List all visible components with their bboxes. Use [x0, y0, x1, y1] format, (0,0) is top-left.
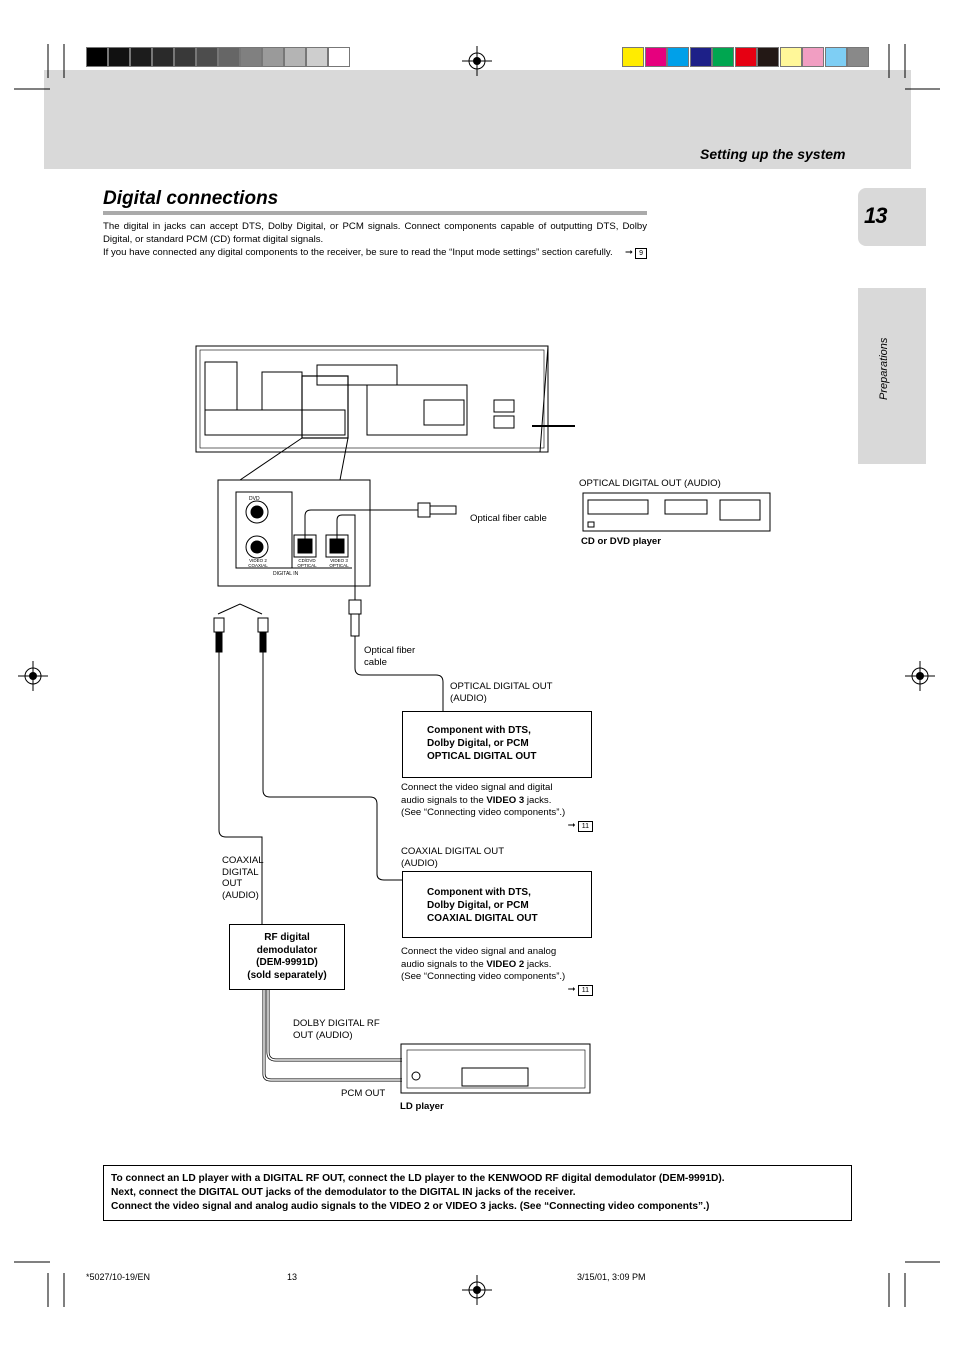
page-number: 13	[864, 203, 888, 228]
color-swatch	[802, 47, 824, 67]
gray-swatch	[86, 47, 108, 67]
footer-timestamp: 3/15/01, 3:09 PM	[577, 1272, 646, 1282]
section-title: Setting up the system	[700, 146, 846, 162]
color-swatch	[757, 47, 779, 67]
intro-line-2: If you have connected any digital compon…	[103, 246, 647, 260]
digital-in-label: DIGITAL IN	[273, 571, 299, 577]
gray-swatch	[328, 47, 350, 67]
optical-out-mid-label: OPTICAL DIGITAL OUT(AUDIO)	[450, 681, 553, 704]
cd-dvd-optical-label: CD/DVD OPTICAL	[297, 558, 317, 568]
gray-swatch	[240, 47, 262, 67]
ld-player-label: LD player	[400, 1101, 444, 1112]
video3-optical-label: VIDEO 3 OPTICAL	[329, 558, 349, 568]
color-swatch	[667, 47, 689, 67]
page-title: Digital connections	[103, 188, 279, 209]
color-swatch	[622, 47, 644, 67]
intro-text: The digital in jacks can accept DTS, Dol…	[103, 220, 647, 260]
coaxial-component-box	[402, 871, 592, 938]
optical-component-box	[402, 711, 592, 778]
color-swatch	[689, 47, 712, 67]
intro-line-1: The digital in jacks can accept DTS, Dol…	[103, 221, 647, 246]
title-rule	[103, 211, 647, 215]
color-swatch	[712, 47, 734, 67]
gray-swatch	[130, 47, 152, 67]
video3-note: Connect the video signal and digital aud…	[401, 782, 593, 832]
color-swatch	[734, 47, 757, 67]
note-box	[103, 1165, 852, 1221]
color-swatch	[847, 47, 869, 67]
gray-swatch	[108, 47, 130, 67]
registration-mark-right	[905, 661, 935, 691]
color-swatch	[779, 47, 802, 67]
registration-mark-bottom	[462, 1275, 492, 1305]
receiver-rear-panel	[195, 345, 549, 453]
page-number-tab	[858, 188, 926, 246]
optical-fiber-cable-top-label: Optical fiber cable	[470, 513, 547, 524]
cd-dvd-player-label: CD or DVD player	[581, 536, 661, 547]
video2-coaxial-label: VIDEO 2 COAXIAL	[248, 558, 268, 568]
gray-swatch	[218, 47, 240, 67]
footer-doc-id: *5027/10-19/EN	[86, 1272, 151, 1282]
header-band	[44, 70, 911, 169]
gray-swatch	[152, 47, 174, 67]
gray-swatch	[262, 47, 284, 67]
registration-mark-left	[18, 661, 48, 691]
gray-swatch	[306, 47, 328, 67]
color-swatch	[824, 47, 847, 67]
rf-demodulator-box	[229, 924, 345, 990]
note-text: To connect an LD player with a DIGITAL R…	[111, 1173, 725, 1212]
gray-swatch	[284, 47, 306, 67]
digital-in-zoom-panel	[217, 479, 371, 587]
ld-player-drawing	[400, 1043, 591, 1094]
cd-dvd-player-drawing	[582, 492, 771, 532]
side-tab	[858, 288, 926, 464]
color-swatch	[644, 47, 667, 67]
coaxial-component-label: Component with DTS, Dolby Digital, or PC…	[427, 887, 538, 924]
coax-out-mid-label: COAXIAL DIGITAL OUT(AUDIO)	[401, 846, 505, 869]
gray-swatch	[196, 47, 218, 67]
dvd-jack-label: DVD	[249, 496, 260, 502]
optical-out-top-label: OPTICAL DIGITAL OUT (AUDIO)	[579, 478, 721, 489]
registration-mark-top	[462, 46, 492, 76]
page-ref: 9	[635, 248, 647, 260]
optical-component-label: Component with DTS, Dolby Digital, or PC…	[427, 725, 537, 762]
footer-page-number: 13	[287, 1272, 298, 1282]
video2-note: Connect the video signal and analog audi…	[401, 946, 593, 996]
gray-swatch	[174, 47, 196, 67]
pcm-out-label: PCM OUT	[341, 1088, 386, 1099]
